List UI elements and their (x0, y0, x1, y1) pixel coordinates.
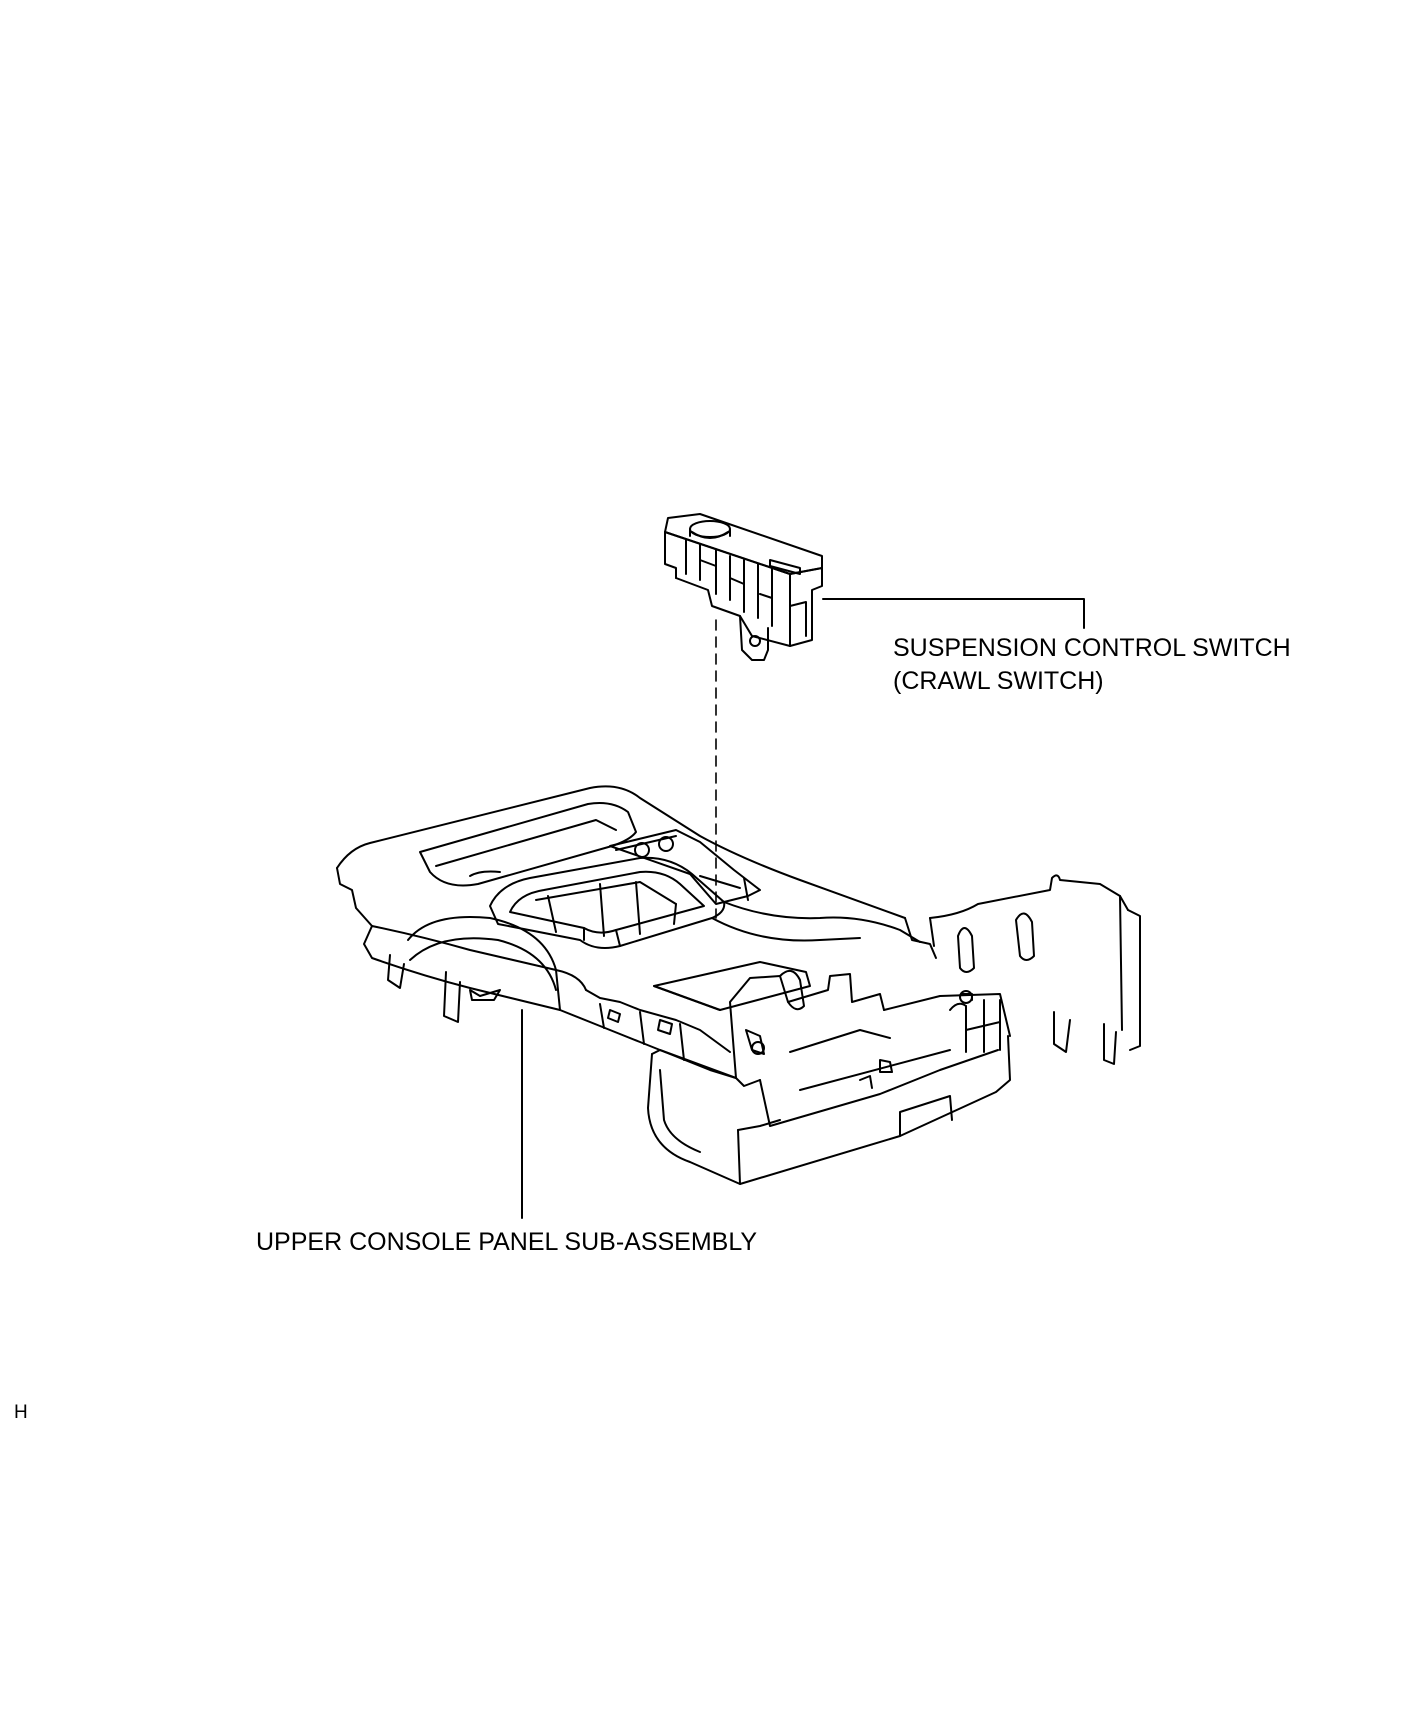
figure-code-label: H (14, 1402, 28, 1423)
upper-console-panel-drawing (336, 785, 1141, 1185)
switch-leader-line (822, 598, 1085, 629)
suspension-control-switch-drawing (664, 513, 823, 661)
switch-label-line-1: SUSPENSION CONTROL SWITCH (893, 634, 1291, 662)
upper-console-panel-label: UPPER CONSOLE PANEL SUB-ASSEMBLY (256, 1228, 758, 1256)
switch-label-line-2: (CRAWL SWITCH) (893, 667, 1104, 695)
suspension-control-switch-label: SUSPENSION CONTROL SWITCH (CRAWL SWITCH) (893, 632, 1291, 698)
